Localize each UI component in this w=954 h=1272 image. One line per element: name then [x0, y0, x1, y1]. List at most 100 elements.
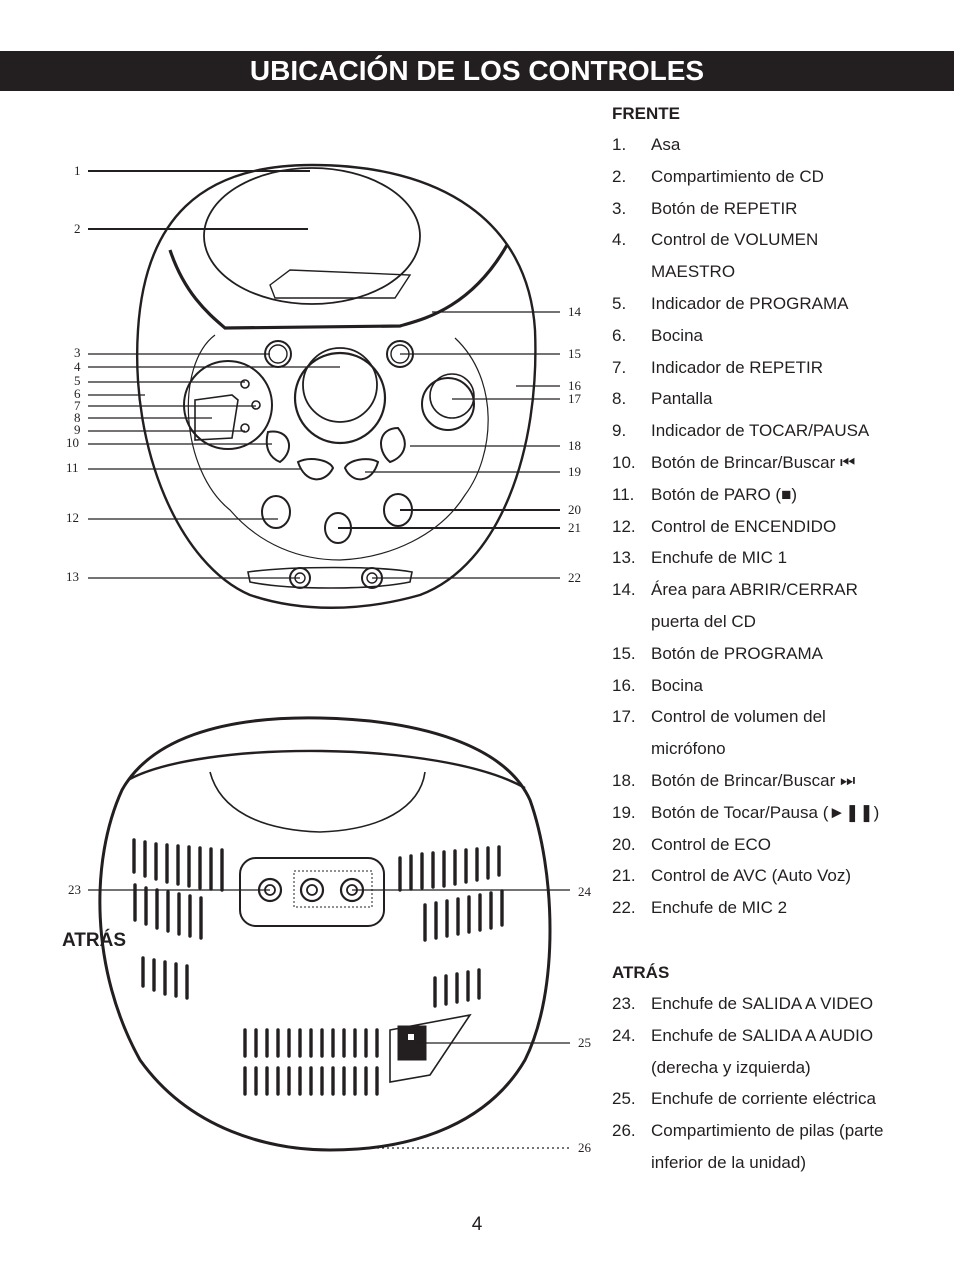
title-bar: UBICACIÓN DE LOS CONTROLES [0, 51, 954, 91]
item-number: 10. [612, 452, 636, 472]
item-text: Botón de PROGRAMA [651, 643, 823, 663]
item-text: Enchufe de MIC 1 [651, 548, 788, 568]
callout-13: 13 [66, 569, 79, 584]
item-text: Enchufe de SALIDA A AUDIO [651, 1025, 874, 1045]
item-number: 6. [612, 325, 627, 345]
item-text: Botón de Brincar/Buscar ⏮ [651, 452, 856, 472]
callout-15: 15 [568, 346, 581, 361]
callout-2: 2 [74, 221, 81, 236]
front-controls-list: 1. Asa 2. Compartimiento de CD 3. Botón de RE… [612, 129, 879, 924]
list-item: 15. Botón de PROGRAMA [612, 638, 879, 670]
callout-4: 4 [74, 359, 81, 374]
back-heading: ATRÁS [612, 963, 670, 982]
item-number: 8. [612, 389, 627, 409]
item-text: Control de ECO [651, 834, 771, 854]
item-text: Botón de Tocar/Pausa (►❚❚) [651, 802, 880, 822]
item-number: 24. [612, 1025, 636, 1045]
list-item: 25.Enchufe de corriente eléctrica [612, 1083, 883, 1115]
list-item: 5.Indicador de PROGRAMA [612, 288, 879, 320]
item-number: 13. [612, 548, 636, 568]
item-number: 26. [612, 1121, 636, 1141]
page-number: 4 [471, 1214, 483, 1235]
item-text: Pantalla [651, 389, 713, 409]
back-view-label: ATRÁS [62, 930, 127, 951]
list-item: 3. Botón de REPETIR [612, 193, 879, 225]
front-diagram: 1 2 3 4 5 6 7 8 9 10 11 12 13 14 15 16 1… [66, 163, 582, 609]
list-item: 17. Control de volumen del micrófono [612, 701, 879, 765]
item-text: Indicador de REPETIR [651, 357, 823, 377]
list-item: 18.Botón de Brincar/Buscar ⏭ [612, 765, 879, 797]
item-number: 18. [612, 770, 636, 790]
callout-24: 24 [578, 884, 592, 899]
item-number: 16. [612, 675, 636, 695]
front-heading: FRENTE [612, 104, 680, 123]
item-number: 21. [612, 866, 636, 886]
item-text: Enchufe de corriente eléctrica [651, 1089, 876, 1109]
item-text: Control de volumen del [651, 707, 826, 727]
callout-9: 9 [74, 422, 81, 437]
list-item: 11.Botón de PARO (■) [612, 479, 879, 511]
list-item: 12. Control de ENCENDIDO [612, 511, 879, 543]
item-text: Enchufe de SALIDA A VIDEO [651, 994, 874, 1013]
list-item: 21.Control de AVC (Auto Voz) [612, 860, 879, 892]
list-item: 19. Botón de Tocar/Pausa (►❚❚) [612, 797, 879, 829]
list-item: 14. Área para ABRIR/CERRAR puerta del CD [612, 574, 879, 638]
callout-17: 17 [568, 391, 582, 406]
item-number: 12. [612, 516, 636, 536]
item-text-continuation: puerta del CD [651, 611, 756, 631]
callout-1: 1 [74, 163, 81, 178]
item-number: 1. [612, 135, 627, 154]
list-item: 7.Indicador de REPETIR [612, 352, 879, 384]
callout-3: 3 [74, 345, 81, 360]
list-item: 6. Bocina [612, 320, 879, 352]
callout-14: 14 [568, 304, 582, 319]
item-number: 3. [612, 198, 627, 218]
item-text: Control de VOLUMEN [651, 230, 819, 250]
list-item: 16. Bocina [612, 670, 879, 702]
callout-18: 18 [568, 438, 581, 453]
item-text: Indicador de TOCAR/PAUSA [651, 421, 870, 441]
list-item: 24. Enchufe de SALIDA A AUDIO (derecha y i… [612, 1020, 883, 1084]
list-item: 2. Compartimiento de CD [612, 161, 879, 193]
callout-20: 20 [568, 502, 581, 517]
list-item: 22.Enchufe de MIC 2 [612, 892, 879, 924]
item-text: Bocina [651, 325, 703, 345]
item-text: Compartimiento de pilas (parte [651, 1121, 884, 1141]
item-text-continuation: (derecha y izquierda) [651, 1057, 811, 1077]
callout-7: 7 [74, 398, 81, 413]
callout-21: 21 [568, 520, 581, 535]
item-text: Área para ABRIR/CERRAR [651, 580, 858, 600]
callout-10: 10 [66, 435, 79, 450]
item-text-continuation: MAESTRO [651, 262, 736, 282]
callout-26: 26 [578, 1140, 592, 1155]
callout-23: 23 [68, 882, 81, 897]
item-number: 23. [612, 994, 636, 1013]
callout-16: 16 [568, 378, 582, 393]
callout-22: 22 [568, 570, 581, 585]
item-number: 15. [612, 643, 636, 663]
item-number: 9. [612, 421, 627, 441]
item-number: 4. [612, 230, 627, 250]
back-controls-list: 23. Enchufe de SALIDA A VIDEO 24. Enchufe d… [612, 988, 883, 1179]
item-number: 2. [612, 166, 627, 186]
callout-12: 12 [66, 510, 79, 525]
callout-5: 5 [74, 373, 81, 388]
list-item: 10. Botón de Brincar/Buscar ⏮ [612, 447, 879, 479]
callout-19: 19 [568, 464, 581, 479]
page-title: UBICACIÓN DE LOS CONTROLES [249, 55, 705, 86]
list-item: 1. Asa [612, 129, 879, 161]
item-number: 17. [612, 707, 636, 727]
callout-25: 25 [578, 1035, 591, 1050]
item-text: Compartimiento de CD [651, 166, 824, 186]
callout-8: 8 [74, 410, 81, 425]
item-text: Asa [651, 135, 681, 154]
item-text: Control de ENCENDIDO [651, 516, 837, 536]
item-text-continuation: micrófono [651, 739, 726, 759]
item-text: Botón de REPETIR [651, 198, 798, 218]
item-number: 14. [612, 580, 636, 600]
item-text: Bocina [651, 675, 703, 695]
item-number: 22. [612, 898, 636, 918]
list-item: 9. Indicador de TOCAR/PAUSA [612, 415, 879, 447]
item-number: 19. [612, 802, 636, 822]
